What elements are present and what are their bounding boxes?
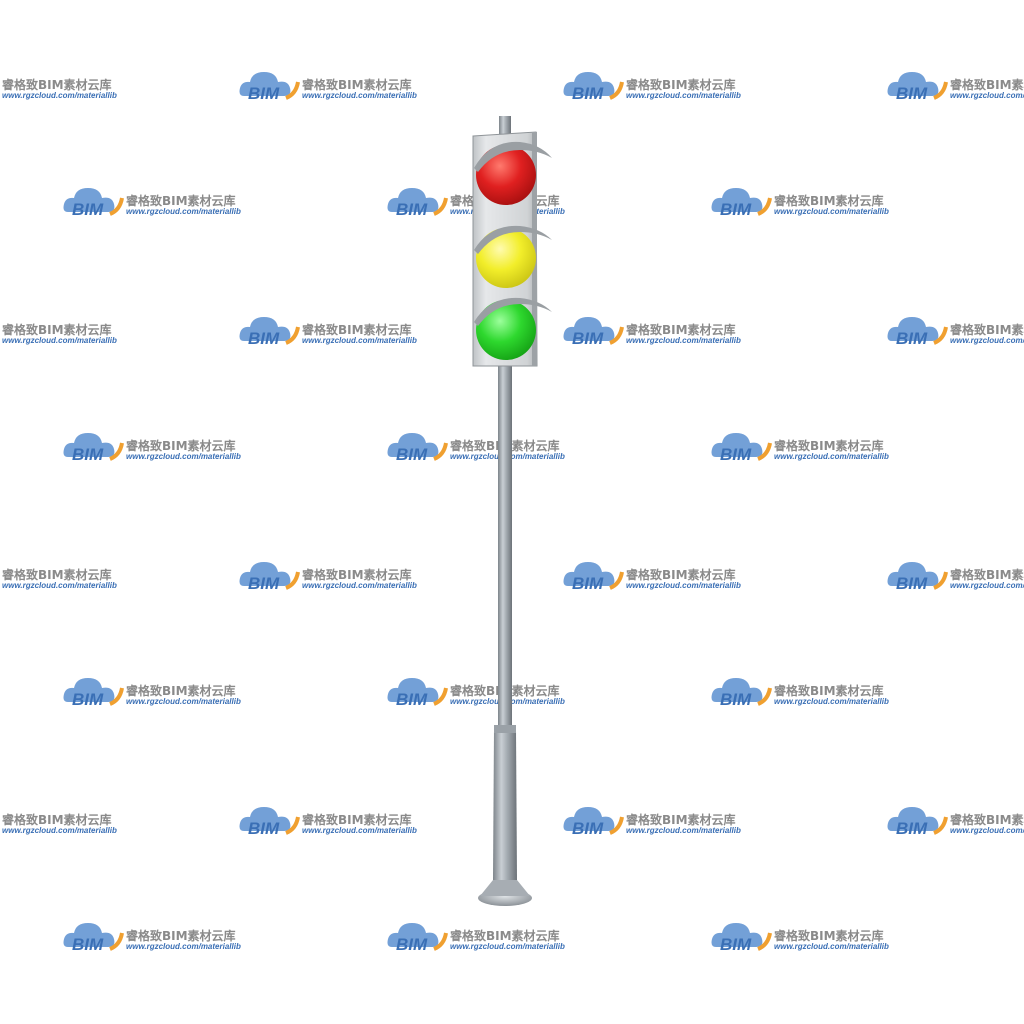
red-lamp xyxy=(476,145,536,205)
green-lamp-visor xyxy=(474,297,552,326)
pole-top-cap xyxy=(499,116,511,138)
red-lamp-visor xyxy=(474,141,552,172)
pole-collar xyxy=(494,725,516,733)
pole-base-cone xyxy=(480,880,530,896)
pole-lower xyxy=(493,730,517,880)
pole-upper xyxy=(498,360,512,730)
yellow-lamp xyxy=(476,228,536,288)
green-lamp xyxy=(476,300,536,360)
yellow-lamp-visor xyxy=(474,225,552,254)
